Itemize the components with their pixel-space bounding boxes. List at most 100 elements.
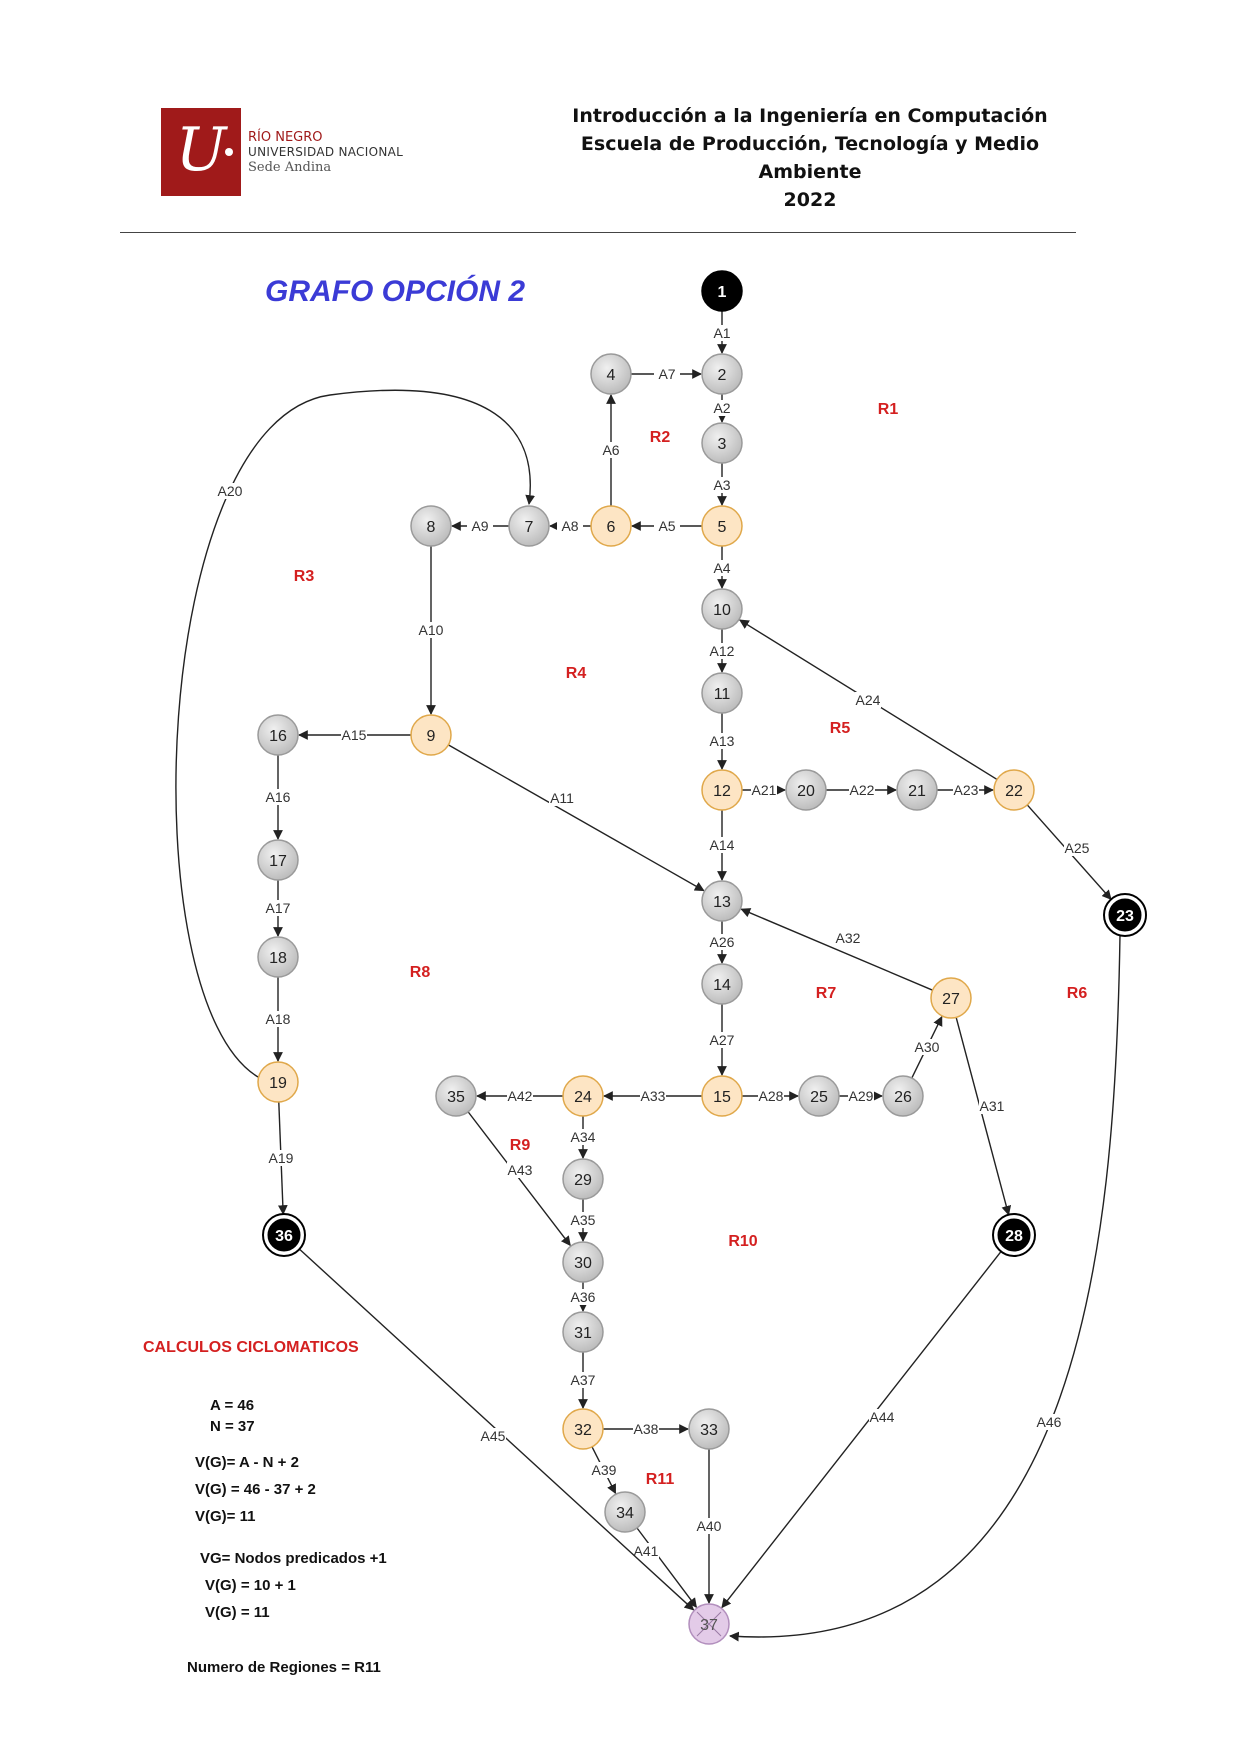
- node-circle: [701, 963, 743, 1005]
- node-35: 35: [435, 1075, 477, 1117]
- node-20: 20: [785, 769, 827, 811]
- node-label: 10: [713, 602, 731, 619]
- edge-label-bg: [654, 366, 680, 382]
- node-label: 25: [810, 1089, 828, 1106]
- edge-label: A19: [269, 1150, 294, 1166]
- school-title: Escuela de Producción, Tecnología y Medi…: [580, 133, 1040, 183]
- node-label: 3: [718, 436, 727, 453]
- region-label-r10: R10: [728, 1233, 757, 1250]
- edge-label-bg: [709, 477, 735, 493]
- node-label: 35: [447, 1089, 465, 1106]
- edge-label-bg: [265, 789, 291, 805]
- node-label: 7: [525, 519, 534, 536]
- node-12: 12: [701, 769, 743, 811]
- region-label-r5: R5: [830, 720, 851, 737]
- node-27: 27: [930, 977, 972, 1019]
- node-label: 36: [275, 1228, 293, 1245]
- edge-label-bg: [1036, 1414, 1062, 1430]
- edge-label-bg: [570, 1289, 596, 1305]
- calc-formula-1-sub: V(G) = 46 - 37 + 2: [195, 1481, 316, 1498]
- calc-regions-line: Numero de Regiones = R11: [187, 1659, 381, 1676]
- edge-label: A17: [266, 900, 291, 916]
- edge-label: A41: [634, 1543, 659, 1559]
- edge-label-bg: [633, 1543, 659, 1559]
- calc-formula-1-result: V(G)= 11: [195, 1508, 255, 1525]
- node-circle: [257, 1061, 299, 1103]
- region-label-r9: R9: [510, 1137, 531, 1154]
- edge-label-bg: [507, 1088, 533, 1104]
- node-21: 21: [896, 769, 938, 811]
- node-circle: [688, 1408, 730, 1450]
- node-circle: [930, 977, 972, 1019]
- node-circle: [701, 588, 743, 630]
- node-17: 17: [257, 839, 299, 881]
- edge-label: A8: [561, 518, 578, 534]
- node-28: 28: [992, 1213, 1036, 1257]
- edge-label-bg: [549, 790, 575, 806]
- node-label: 15: [713, 1089, 731, 1106]
- edge-a32: [740, 908, 933, 991]
- edge-label-bg: [709, 400, 735, 416]
- node-cross-mark: [696, 1611, 722, 1637]
- edge-label-bg: [265, 1011, 291, 1027]
- edge-label: A13: [710, 733, 735, 749]
- node-circle: [562, 1241, 604, 1283]
- node-23: 23: [1103, 893, 1147, 937]
- edge-label: A10: [419, 622, 444, 638]
- node-circle: [882, 1075, 924, 1117]
- edge-label-bg: [758, 1088, 784, 1104]
- node-label: 21: [908, 783, 926, 800]
- edge-label: A27: [710, 1032, 735, 1048]
- edge-label-bg: [848, 1088, 874, 1104]
- calc-line-a: A = 46: [210, 1397, 254, 1414]
- node-circle: [562, 1408, 604, 1450]
- edge-label-bg: [633, 1421, 659, 1437]
- node-circle: [785, 769, 827, 811]
- edge-label-bg: [709, 1032, 735, 1048]
- node-label: 33: [700, 1422, 718, 1439]
- node-15: 15: [701, 1075, 743, 1117]
- calc-formula-2: VG= Nodos predicados +1: [200, 1550, 387, 1567]
- node-5: 5: [701, 505, 743, 547]
- node-label: 14: [713, 977, 731, 994]
- node-label: 34: [616, 1505, 634, 1522]
- region-label-r7: R7: [816, 985, 837, 1002]
- edge-label: A34: [571, 1129, 596, 1145]
- node-label: 19: [269, 1075, 287, 1092]
- node-circle: [701, 672, 743, 714]
- edge-label-bg: [751, 782, 777, 798]
- edge-label: A23: [954, 782, 979, 798]
- edge-label: A6: [602, 442, 619, 458]
- university-logo: U RÍO NEGRO UNIVERSIDAD NACIONAL Sede An…: [161, 108, 421, 198]
- node-11: 11: [701, 672, 743, 714]
- edge-label-bg: [640, 1088, 666, 1104]
- node-label: 2: [718, 367, 727, 384]
- node-33: 33: [688, 1408, 730, 1450]
- edge-label-bg: [835, 930, 861, 946]
- edge-label-bg: [709, 325, 735, 341]
- node-16: 16: [257, 714, 299, 756]
- node-circle: [701, 353, 743, 395]
- node-9: 9: [410, 714, 452, 756]
- node-circle: [701, 1075, 743, 1117]
- edge-a31: [955, 1017, 1012, 1216]
- header-divider: [120, 232, 1076, 233]
- node-label: 37: [700, 1617, 718, 1634]
- edge-label-bg: [1064, 840, 1090, 856]
- region-label-r1: R1: [878, 401, 899, 418]
- edge-label: A40: [697, 1518, 722, 1534]
- node-label: 6: [607, 519, 616, 536]
- edge-label-bg: [709, 560, 735, 576]
- edge-label-bg: [979, 1098, 1005, 1114]
- node-circle: [993, 769, 1035, 811]
- edge-label-bg: [709, 643, 735, 659]
- node-label: 20: [797, 783, 815, 800]
- node-36: 36: [262, 1213, 306, 1257]
- edge-label-bg: [654, 518, 680, 534]
- node-circle: [701, 422, 743, 464]
- node-3: 3: [701, 422, 743, 464]
- edge-label: A31: [980, 1098, 1005, 1114]
- edge-a43: [467, 1111, 571, 1247]
- edge-label-bg: [507, 1162, 533, 1178]
